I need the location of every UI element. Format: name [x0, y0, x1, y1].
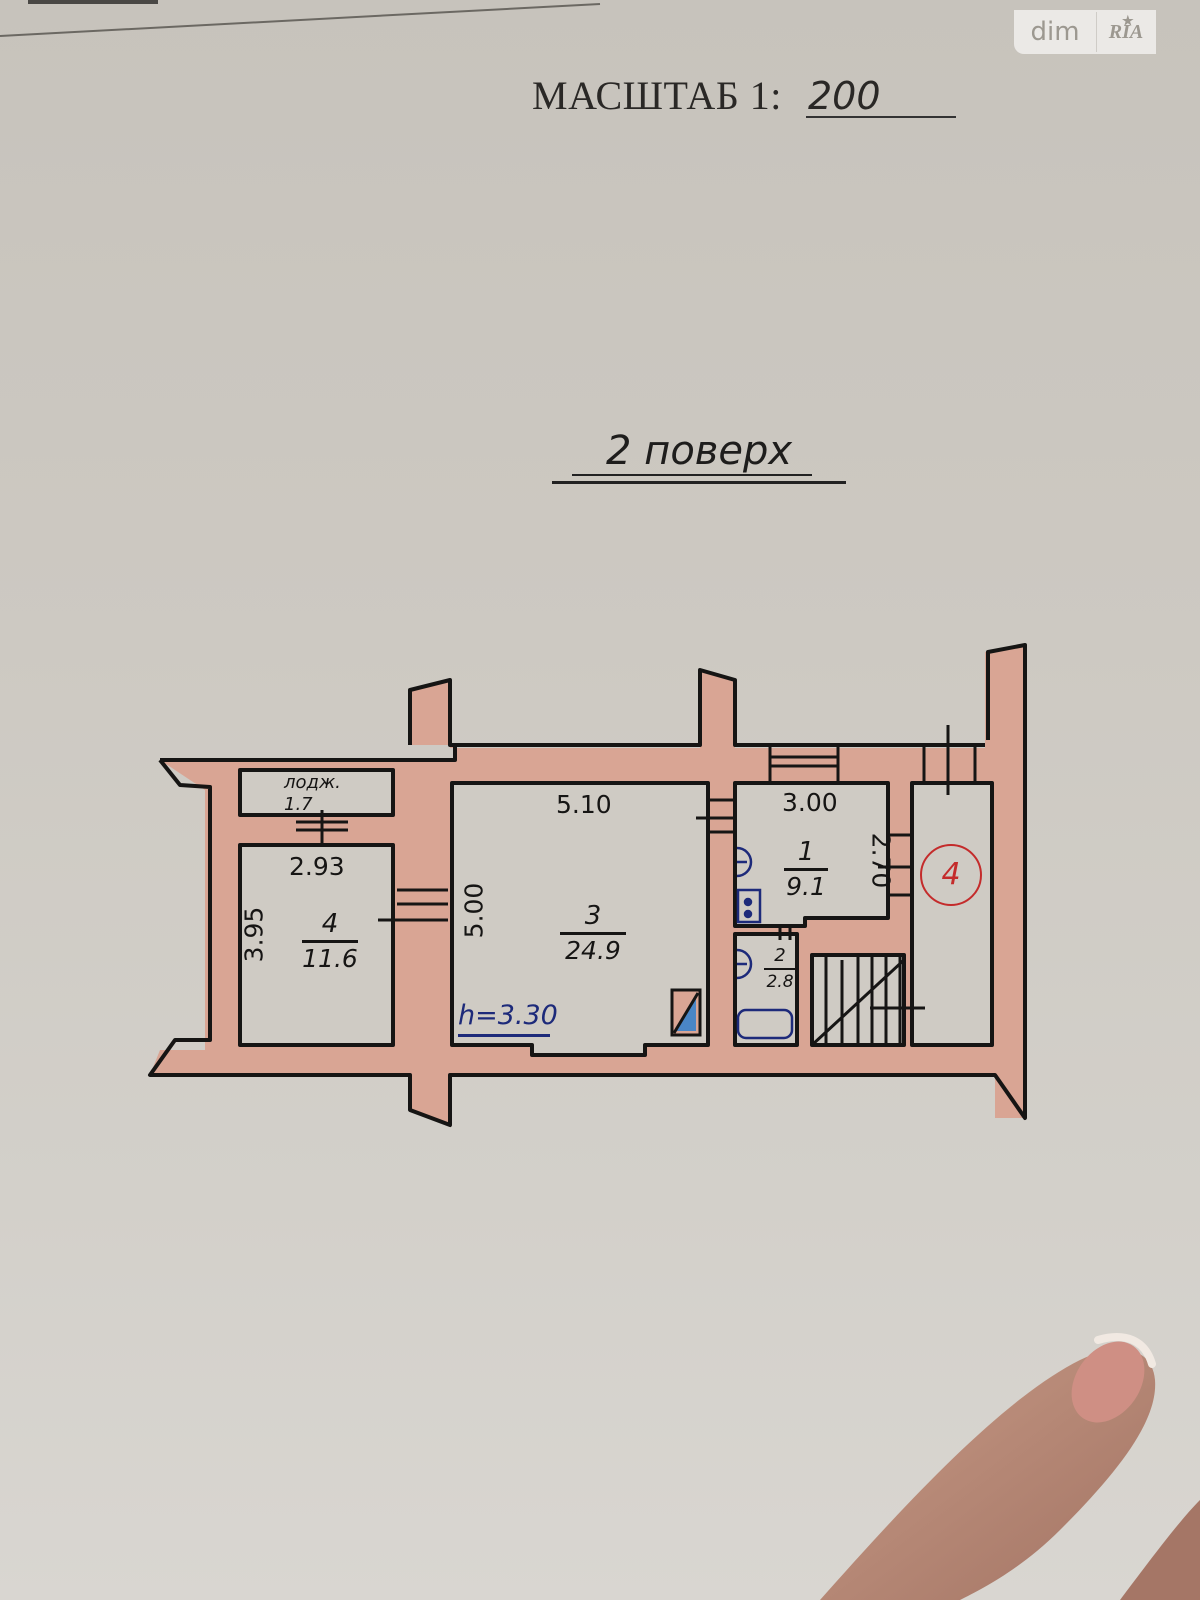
paper-edge — [0, 0, 601, 37]
room-2-area: 2.8 — [766, 972, 794, 992]
star-icon: ★ — [1122, 12, 1134, 28]
scale-label: МАСШТАБ 1: — [532, 73, 782, 118]
ceiling-height: h=3.30 — [458, 1000, 558, 1031]
room-2-number: 2 — [774, 945, 786, 966]
room-1-width: 3.00 — [782, 788, 838, 817]
stair-marker-circle: 4 — [920, 844, 982, 906]
scale-value: 200 — [808, 74, 881, 118]
room-4-width: 2.93 — [289, 852, 345, 881]
watermark-divider — [1096, 12, 1097, 52]
room-1-length: 2.70 — [866, 832, 896, 889]
room-4-label: 4 11.6 — [302, 910, 358, 973]
room-1-area: 9.1 — [786, 872, 826, 901]
room-3-number: 3 — [584, 901, 602, 931]
room-3-label: 3 24.9 — [560, 902, 626, 965]
balcony-label: лодж. — [284, 772, 341, 793]
balcony-area: 1.7 — [284, 794, 313, 815]
floor-title: 2 поверх — [606, 428, 793, 474]
room-3-area: 24.9 — [565, 936, 621, 965]
room-1-label: 1 9.1 — [784, 838, 828, 901]
room-1-number: 1 — [797, 837, 815, 867]
floor-title-underline-long — [552, 481, 846, 484]
finger-photo-artifact — [820, 1333, 1200, 1600]
room-4-length: 3.95 — [239, 906, 269, 963]
room-4-area: 11.6 — [302, 944, 358, 973]
room-3-length: 5.00 — [459, 882, 489, 939]
scale-underline — [806, 116, 956, 118]
room-2-label: 2 2.8 — [764, 946, 796, 992]
ceiling-height-underline — [458, 1034, 550, 1037]
room-4-number: 4 — [321, 909, 339, 939]
room-3-width: 5.10 — [556, 790, 612, 819]
dimria-watermark: dim ★ RIA — [1014, 10, 1156, 54]
watermark-dim: dim — [1030, 17, 1080, 47]
vent-shaft — [670, 988, 702, 1037]
watermark-ria: ★ RIA — [1108, 12, 1144, 43]
floor-title-underline — [572, 474, 812, 476]
